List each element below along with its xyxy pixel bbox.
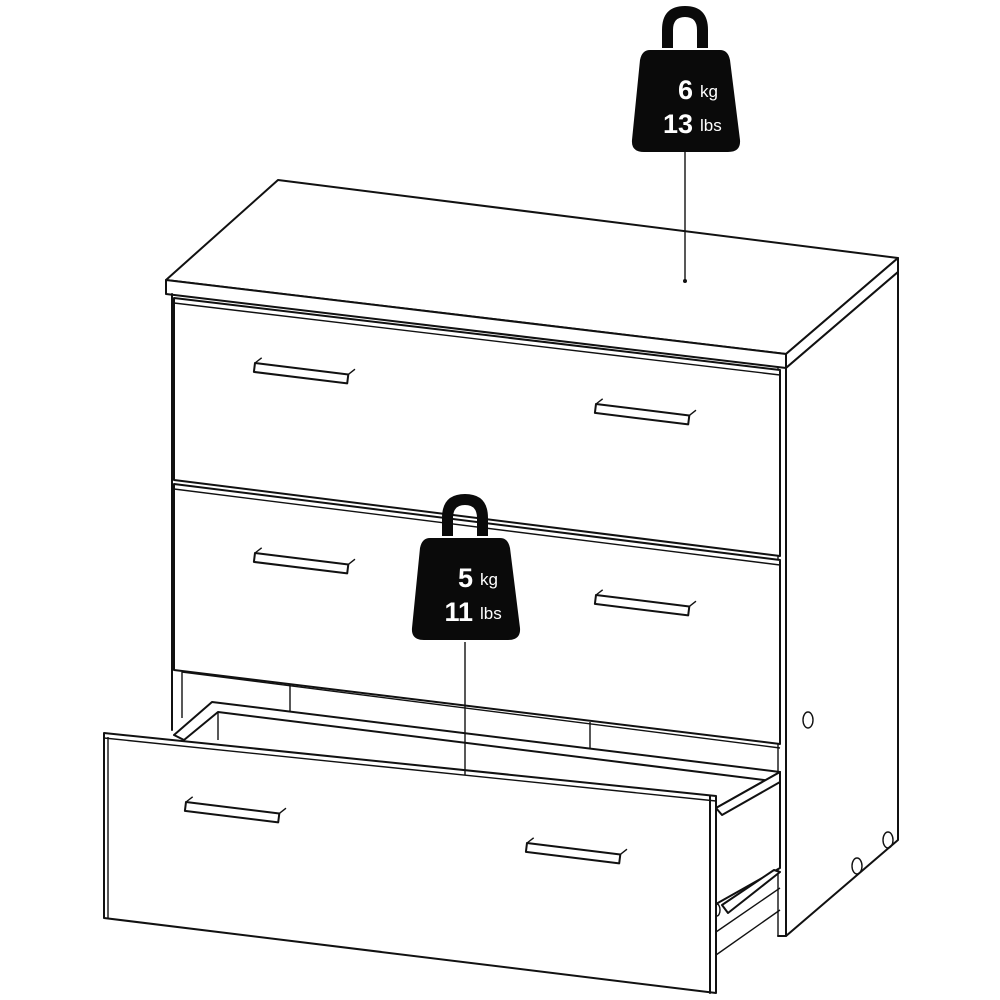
weight-metric-value: 5 [458, 563, 473, 593]
weight-badge-drawer: 5 kg 11 lbs [411, 494, 521, 775]
dowel-hole [851, 857, 863, 875]
drawer-top[interactable] [173, 297, 781, 557]
handle[interactable] [252, 547, 356, 575]
handle[interactable] [183, 796, 287, 824]
weight-imperial-value: 11 [444, 597, 473, 627]
weight-imperial-unit: lbs [480, 604, 502, 623]
weight-badge-top: 6 kg 13 lbs [631, 6, 741, 283]
handle[interactable] [593, 398, 697, 426]
weight-metric-unit: kg [480, 570, 498, 589]
dowel-hole [802, 711, 814, 729]
handle[interactable] [252, 357, 356, 385]
carcass-interior [181, 671, 781, 749]
dowel-hole [882, 831, 894, 849]
weight-imperial-unit: lbs [700, 116, 722, 135]
weight-metric-unit: kg [700, 82, 718, 101]
weight-imperial-value: 13 [663, 109, 693, 139]
weight-icon [631, 6, 741, 152]
drawer-bottom-open[interactable] [103, 701, 781, 994]
handle[interactable] [524, 837, 628, 865]
side-panel [777, 271, 899, 937]
weight-icon [411, 494, 521, 640]
top-panel [165, 179, 899, 369]
weight-metric-value: 6 [678, 75, 693, 105]
handle[interactable] [593, 589, 697, 617]
